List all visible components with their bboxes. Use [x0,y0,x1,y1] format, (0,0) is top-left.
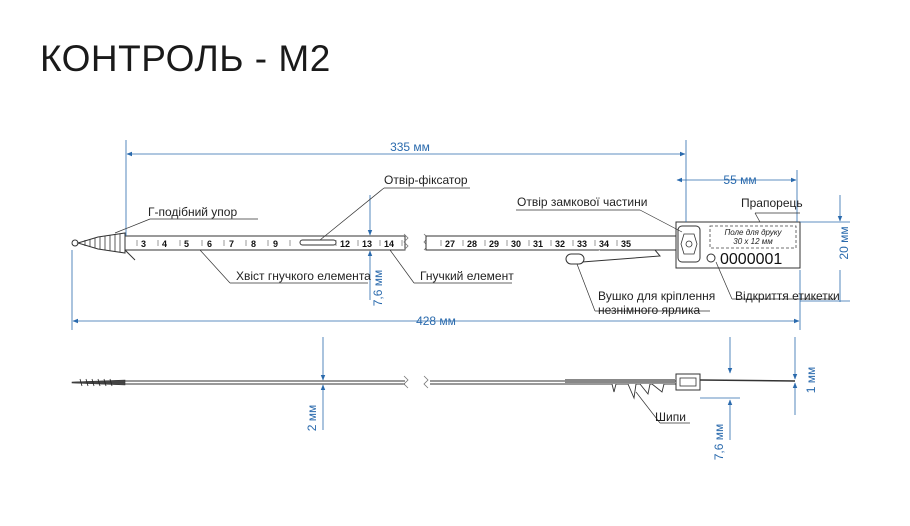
scale-num-29: 29 [489,239,499,249]
dim-55: 55 мм [723,173,756,187]
leader-lines [114,187,835,312]
fixator-slot [299,239,337,246]
label-lock-hole: Отвір замкової частини [517,195,647,209]
scale-num-34: 34 [599,239,609,249]
side-flag [699,379,796,382]
side-view [71,373,796,400]
top-view: Поле для друку 30 х 12 мм 0000001 [71,221,801,269]
dim-7-6-top: 7,6 мм [371,270,385,307]
dim-335: 335 мм [390,140,430,154]
scale-left: 3 4 5 6 7 8 9 12 13 14 [141,239,394,249]
scale-num-5: 5 [184,239,189,249]
scale-num-28: 28 [467,239,477,249]
print-field-line2: 30 х 12 мм [733,237,773,246]
scale-num-13: 13 [362,239,372,249]
label-flexible: Гнучкий елемент [420,269,514,283]
scale-num-4: 4 [162,239,167,249]
page-title: КОНТРОЛЬ - М2 [40,38,331,79]
scale-num-33: 33 [577,239,587,249]
label-flag: Прапорець [741,196,803,210]
scale-num-7: 7 [229,239,234,249]
spike-3 [651,383,665,393]
print-field-line1: Поле для друку [724,228,782,237]
scale-num-6: 6 [207,239,212,249]
print-field [709,225,797,249]
scale-num-31: 31 [533,239,543,249]
side-strap-inner [565,379,675,383]
label-eyelet-1: Вушко для кріплення [598,289,715,303]
scale-right: 27 28 29 30 31 32 33 34 35 [445,239,631,249]
serial-number: 0000001 [720,251,782,268]
scale-num-30: 30 [511,239,521,249]
dim-428: 428 мм [416,314,456,328]
dim-1: 1 мм [804,367,818,394]
label-opening [706,253,716,263]
eyelet [565,253,585,265]
label-g-stop: Г-подібний упор [148,205,237,219]
spike-1 [627,383,637,400]
scale-num-3: 3 [141,239,146,249]
scale-num-12: 12 [340,239,350,249]
label-spikes: Шипи [655,410,686,424]
scale-num-27: 27 [445,239,455,249]
dim-7-6-side: 7,6 мм [712,424,726,461]
label-label-opening: Відкриття етикетки [735,289,840,303]
label-tail: Хвіст гнучкого елемента [236,269,371,283]
scale-num-32: 32 [555,239,565,249]
scale-num-9: 9 [273,239,278,249]
scale-num-14: 14 [384,239,394,249]
scale-num-8: 8 [251,239,256,249]
label-fixator-hole: Отвір-фіксатор [384,173,468,187]
dim-20: 20 мм [837,226,851,259]
label-eyelet-2: незнімного ярлика [598,303,700,317]
spike-4 [611,383,617,393]
dim-2: 2 мм [305,405,319,432]
dimension-lines [71,140,850,330]
spike-2 [639,383,651,396]
scale-num-35: 35 [621,239,631,249]
